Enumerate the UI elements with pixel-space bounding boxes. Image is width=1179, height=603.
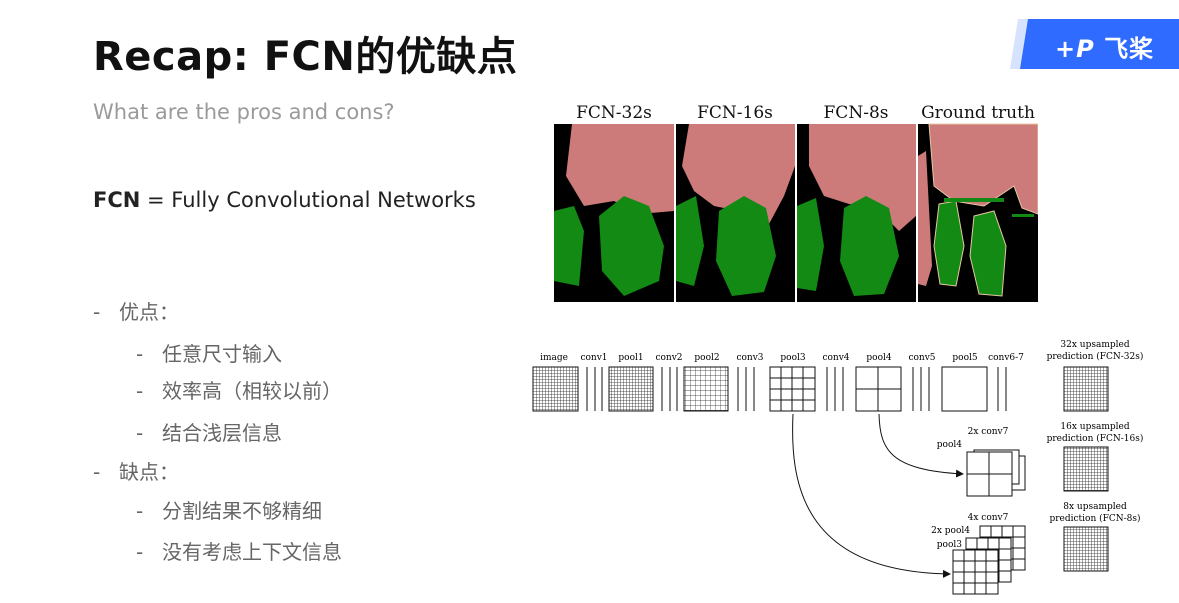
output32-line2: prediction (FCN-32s): [1047, 351, 1144, 362]
slide-title: Recap: FCN的优缺点: [93, 34, 518, 80]
conv1-block: [586, 367, 603, 411]
fcn-term: FCN: [93, 188, 141, 212]
pool5-block: [941, 366, 988, 412]
pool1-block: [608, 366, 654, 412]
stage-label-conv2: conv2: [655, 353, 682, 363]
branch8-left-label-1: 2x pool4: [931, 526, 970, 536]
list-item: -效率高（相较以前）: [136, 379, 342, 403]
stage-label-pool2: pool2: [694, 353, 719, 363]
paddle-logo-text: 飞桨: [1104, 35, 1155, 63]
stage-label-conv5: conv5: [908, 353, 935, 363]
conv2-block: [661, 367, 678, 411]
slide-subtitle: What are the pros and cons?: [93, 100, 395, 124]
fcn-definition: FCN = Fully Convolutional Networks: [93, 188, 476, 212]
label-fcn16: FCN-16s: [697, 103, 773, 123]
list-item: -没有考虑上下文信息: [136, 540, 342, 564]
stage-label-pool5: pool5: [952, 353, 977, 363]
stage-label-image: image: [540, 353, 568, 363]
output32-line1: 32x upsampled: [1060, 340, 1129, 350]
label-fcn32: FCN-32s: [576, 103, 652, 123]
stage-label-conv3: conv3: [736, 353, 763, 363]
fcn-architecture-diagram: image conv1 pool1 conv2 pool2 conv3 pool…: [532, 340, 1144, 595]
list-item: -优点：: [93, 300, 179, 324]
pool2-block: [683, 366, 729, 412]
pool4-block: [855, 366, 902, 412]
branch8-stack: [952, 525, 1026, 595]
output8-block: [1063, 526, 1109, 572]
output8-line2: prediction (FCN-8s): [1049, 513, 1140, 524]
seg-panel-fcn32: [554, 124, 674, 302]
stage-label-conv4: conv4: [822, 353, 849, 363]
seg-panel-fcn8: [797, 124, 916, 302]
list-item-text: 优点：: [119, 300, 179, 324]
list-item-text: 没有考虑上下文信息: [162, 540, 342, 564]
branch16-left-label: pool4: [937, 440, 962, 450]
list-item-text: 分割结果不够精细: [162, 499, 322, 523]
list-item: -缺点：: [93, 460, 179, 484]
pool3-to-branch8-arrow: [792, 413, 951, 578]
branch16-top-label: 2x conv7: [968, 427, 1009, 437]
list-item-text: 缺点：: [119, 460, 179, 484]
stage-label-conv1: conv1: [580, 353, 607, 363]
paddle-logo-mark: +P: [1055, 35, 1095, 63]
pool4-to-branch16-arrow: [878, 413, 964, 478]
conv3-block: [737, 367, 755, 411]
segmentation-comparison-figure: FCN-32s FCN-16s FCN-8s Ground truth: [554, 103, 1038, 302]
output16-block: [1063, 446, 1109, 492]
output8-line1: 8x upsampled: [1063, 502, 1127, 512]
conv6-7-block: [997, 367, 1007, 411]
branch16-stack: [966, 449, 1026, 497]
seg-panel-fcn16: [676, 124, 795, 302]
conv5-block: [912, 367, 930, 411]
list-item-text: 结合浅层信息: [162, 421, 282, 445]
branch8-top-label: 4x conv7: [968, 513, 1009, 523]
list-item: -任意尺寸输入: [136, 342, 282, 366]
output32-block: [1063, 366, 1109, 412]
pool3-block: [769, 366, 816, 412]
stage-label-pool4: pool4: [866, 353, 891, 363]
stage-label-pool1: pool1: [618, 353, 643, 363]
paddle-logo-band: [1010, 19, 1179, 69]
list-item: -结合浅层信息: [136, 421, 282, 445]
fcn-expansion: = Fully Convolutional Networks: [147, 188, 476, 212]
paddle-logo: +P 飞桨: [1055, 29, 1154, 64]
list-item: -分割结果不够精细: [136, 499, 322, 523]
label-ground-truth: Ground truth: [921, 103, 1035, 123]
output16-line1: 16x upsampled: [1060, 422, 1129, 432]
seg-panel-ground-truth: [918, 123, 1038, 302]
output16-line2: prediction (FCN-16s): [1047, 433, 1144, 444]
list-item-text: 任意尺寸输入: [162, 342, 282, 366]
stage-label-conv6-7: conv6-7: [988, 353, 1024, 363]
conv4-block: [826, 367, 844, 411]
stage-label-pool3: pool3: [780, 353, 805, 363]
list-item-text: 效率高（相较以前）: [162, 379, 342, 403]
label-fcn8: FCN-8s: [824, 103, 889, 123]
image-block: [532, 366, 579, 412]
branch8-left-label-2: pool3: [937, 540, 962, 550]
